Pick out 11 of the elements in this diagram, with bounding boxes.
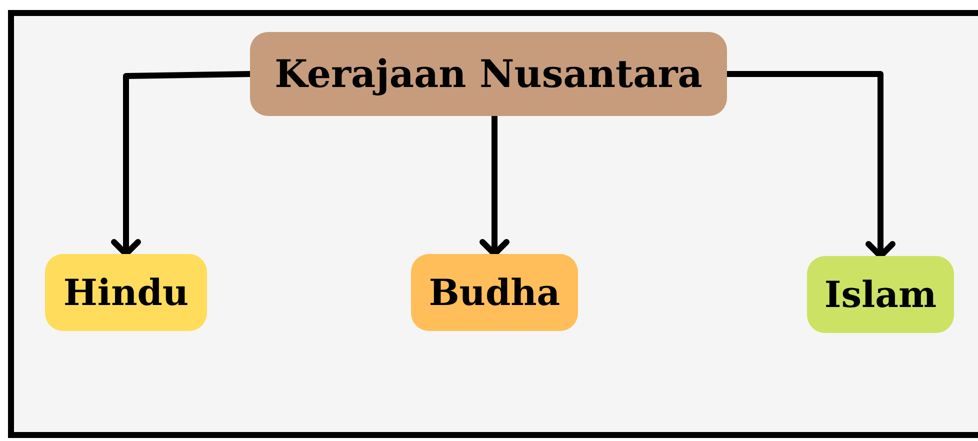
category-box [411, 254, 578, 331]
box-label: Islam [824, 276, 937, 312]
box-label: Kerajaan Nusantara [274, 55, 702, 93]
arrow [727, 71, 896, 259]
arrow [480, 116, 510, 257]
category-box [807, 256, 954, 333]
box-label: Hindu [63, 274, 189, 310]
category-box [45, 254, 207, 331]
arrow [111, 71, 250, 257]
box-label: Budha [428, 274, 560, 310]
category-box [250, 32, 727, 116]
